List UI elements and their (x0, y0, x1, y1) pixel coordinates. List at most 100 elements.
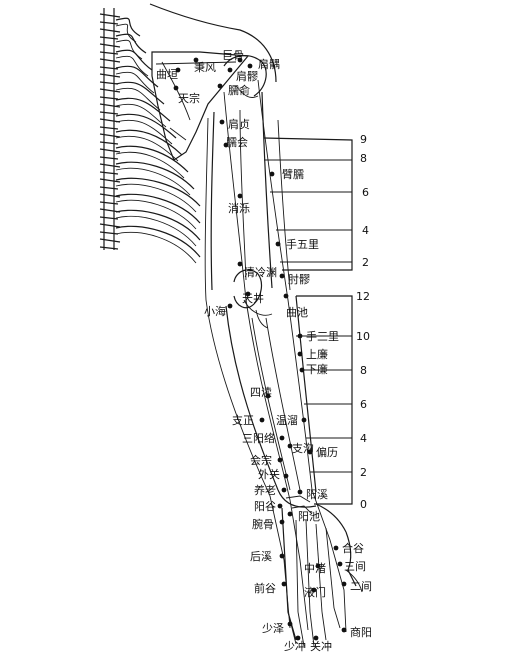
point-dot (287, 621, 293, 627)
point-label-sidu: 四渎 (250, 385, 272, 399)
point-label-erjian: 二间 (350, 580, 372, 593)
rib-inner (115, 199, 197, 230)
point-label-houxi: 后溪 (250, 550, 272, 563)
point-dot (297, 333, 303, 339)
point-label-jianzhen: 肩贞 (228, 117, 250, 131)
point-dot (173, 85, 179, 91)
point-label-zhizheng: 支正 (232, 414, 254, 427)
point-dot (227, 67, 233, 73)
scale-tick: 6 (362, 186, 369, 199)
point-label-pianli: 偏历 (316, 445, 338, 459)
point-dot (217, 83, 223, 89)
point-label-waiguan: 外关 (258, 467, 280, 481)
rib (115, 113, 177, 139)
point-label-yanglao: 养老 (254, 483, 276, 497)
point-dot (237, 57, 243, 63)
vertebra (99, 13, 121, 25)
point-label-naohui: 臑会 (226, 136, 248, 149)
point-label-wenliu: 温溜 (276, 413, 298, 427)
vertebra (99, 148, 121, 160)
point-label-tianjing: 天井 (242, 291, 264, 305)
point-label-shaoze: 少泽 (262, 622, 284, 635)
point-label-shousanli: 手三里 (306, 329, 339, 343)
point-dot (287, 511, 293, 517)
point-dot (279, 519, 285, 525)
rib-inner (115, 151, 185, 179)
point-label-jianliao: 肩髎 (236, 69, 258, 83)
point-dot (311, 587, 317, 593)
rib-inner (115, 119, 173, 145)
point-dot (193, 57, 199, 63)
rib (115, 97, 171, 122)
point-dot (307, 449, 313, 455)
neck-outline (149, 3, 277, 83)
vertebra (99, 88, 121, 100)
scale-lower (296, 295, 353, 505)
point-label-jianyu: 肩髃 (258, 57, 280, 71)
point-label-yangchi: 阳池 (298, 510, 320, 523)
point-label-xiaohai: 小海 (204, 304, 226, 318)
point-dot (313, 635, 319, 641)
point-label-bingfeng: 秉风 (194, 60, 216, 74)
point-dot (295, 635, 301, 641)
point-label-yanggu: 阳谷 (254, 500, 276, 513)
point-dot (281, 487, 287, 493)
point-dot (269, 171, 275, 177)
rib (115, 177, 201, 207)
point-label-shaochong: 少冲 (284, 639, 306, 653)
upper-arm (210, 91, 291, 291)
point-dot (275, 241, 281, 247)
rib (115, 145, 189, 173)
vertebra (99, 163, 121, 175)
spine (99, 8, 121, 250)
point-dot (297, 489, 303, 495)
point-dot (245, 291, 251, 297)
vertebra (99, 223, 121, 235)
point-dot (299, 367, 305, 373)
vertebra (99, 193, 121, 205)
rib-inner (115, 87, 161, 111)
rib-inner (115, 71, 155, 94)
scale-tick: 12 (356, 290, 370, 303)
rib (115, 209, 201, 241)
point-label-qinglengyuan: 清冷渊 (244, 266, 277, 279)
point-dot (279, 273, 285, 279)
scale-upper (263, 137, 353, 271)
rib (115, 81, 165, 105)
point-label-shouwuli: 手五里 (286, 237, 319, 251)
rib-cage (115, 17, 201, 264)
shoulder-joint (223, 55, 267, 98)
rib (115, 17, 141, 37)
vertebra (99, 133, 121, 145)
scale-tick: 0 (360, 498, 367, 511)
point-dot (279, 553, 285, 559)
rib (115, 49, 153, 71)
vertebra (99, 28, 121, 40)
rib (115, 129, 183, 156)
point-label-yemen: 液门 (304, 585, 326, 599)
point-dot (247, 63, 253, 69)
vertebra (99, 58, 121, 70)
point-label-sanyangluo: 三阳络 (242, 431, 275, 445)
rib-inner (115, 167, 191, 196)
wrist (277, 489, 317, 515)
point-label-qiangu: 前谷 (254, 581, 276, 595)
point-dot (283, 473, 289, 479)
scale-tick: 8 (360, 364, 367, 377)
point-dot (227, 303, 233, 309)
scale-tick: 6 (360, 398, 367, 411)
point-dot (277, 503, 283, 509)
point-label-xiaoluo: 消泺 (228, 201, 250, 215)
point-dot (281, 581, 287, 587)
rib-inner (115, 23, 137, 43)
point-dot (219, 119, 225, 125)
elbow-joint (233, 269, 273, 329)
point-label-shangyang: 商阳 (350, 625, 372, 639)
scale-tick: 2 (362, 256, 369, 269)
point-label-wangu: 腕骨 (252, 517, 274, 531)
vertebra (99, 118, 121, 130)
meridian-lines (204, 79, 347, 633)
point-label-shanglian: 上廉 (306, 347, 328, 361)
point-dot (341, 581, 347, 587)
